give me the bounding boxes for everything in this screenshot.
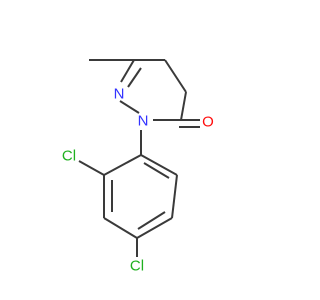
- atom-oxygen: O: [202, 114, 214, 131]
- ring-bond-1: [140, 154, 178, 176]
- bond-cl-ortho: [78, 160, 105, 176]
- bond-c6-n1-second: [127, 67, 142, 88]
- bond-c4-c3: [180, 91, 187, 121]
- atom-chlorine-ortho: Cl: [62, 148, 76, 165]
- bonds: [78, 59, 200, 257]
- atom-chlorine-para: Cl: [130, 258, 144, 275]
- bond-c5-c4: [164, 59, 187, 93]
- ring-bond-4: [103, 217, 138, 239]
- atom-n-substituted: N: [138, 113, 149, 130]
- structure-diagram: N N O Cl Cl: [62, 59, 214, 275]
- ring-inner-2: [137, 211, 166, 230]
- atom-labels: N N O Cl Cl: [62, 86, 214, 275]
- bond-c6-n1: [120, 59, 135, 83]
- ring-inner-1: [143, 162, 170, 179]
- ring-bond-2: [171, 174, 178, 219]
- ring-bond-6: [103, 154, 142, 176]
- ring-bond-3: [136, 217, 173, 239]
- bond-n1-n2: [119, 100, 140, 114]
- atom-n-ring: N: [114, 86, 125, 103]
